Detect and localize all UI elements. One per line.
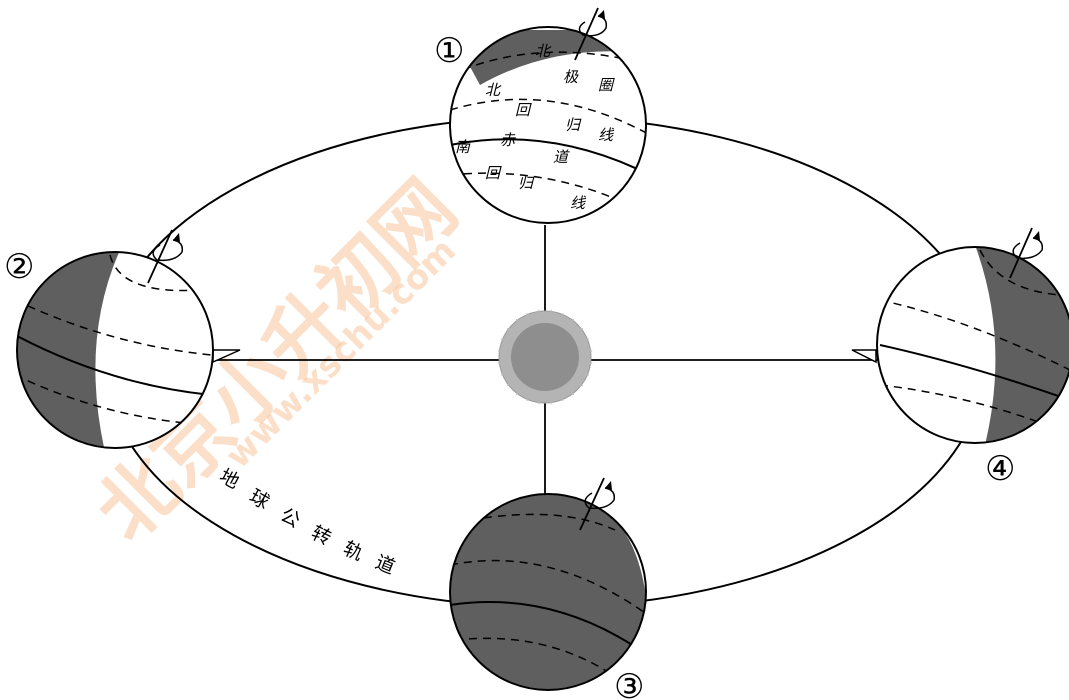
tropic-capricorn-char-1: 南: [455, 138, 472, 156]
arctic-circle-char-3: 圈: [598, 76, 615, 94]
sun: [497, 309, 592, 404]
globe-2: [10, 230, 213, 452]
globe-3: [450, 478, 660, 690]
orbit-label-char-2: 球: [246, 485, 273, 514]
orbit-label-char-6: 道: [372, 551, 398, 579]
position-1-label: ①: [434, 31, 464, 71]
tropic-capricorn-char-4: 线: [570, 194, 587, 212]
tropic-capricorn-char-3: 归: [518, 174, 535, 192]
globe-4: [877, 228, 1069, 445]
tropic-cancer-char-2: 回: [515, 101, 532, 119]
orbit-label-char-5: 轨: [340, 537, 366, 565]
position-3-label: ③: [614, 667, 644, 700]
tropic-capricorn-char-2: 回: [485, 164, 502, 182]
tropic-cancer-char-4: 线: [598, 126, 615, 144]
orbit-label: 地 球 公 转 轨 道: [216, 465, 398, 579]
arctic-circle-char-1: 北: [535, 42, 552, 60]
arctic-circle-char-2: 极: [563, 68, 579, 86]
orbit-label-char-3: 公: [277, 504, 304, 532]
position-4-label: ④: [985, 449, 1015, 489]
equator-char-2: 道: [553, 148, 570, 166]
orbit-label-char-4: 转: [308, 522, 335, 550]
position-2-label: ②: [4, 247, 34, 287]
equator-char-1: 赤: [500, 131, 516, 149]
tropic-cancer-char-1: 北: [485, 81, 502, 99]
tropic-cancer-char-3: 归: [565, 116, 582, 134]
